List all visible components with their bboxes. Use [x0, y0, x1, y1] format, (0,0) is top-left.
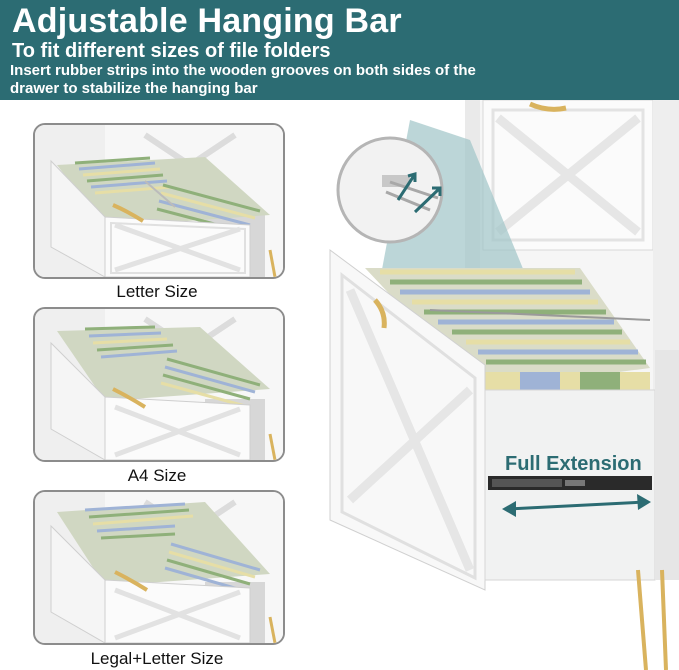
- header-banner: Adjustable Hanging Bar To fit different …: [0, 0, 679, 100]
- letter-size-drawer-illustration: [35, 125, 283, 277]
- headline-description: Insert rubber strips into the wooden gro…: [10, 62, 476, 97]
- open-drawer-handle: [373, 298, 387, 329]
- full-extension-label: Full Extension: [505, 453, 642, 475]
- zoom-callout: [336, 136, 444, 244]
- legal-letter-size-panel: [33, 490, 285, 645]
- a4-size-caption: A4 Size: [127, 466, 187, 485]
- top-drawer-handle: [528, 101, 567, 112]
- zoom-arrow-icon: [396, 172, 417, 201]
- zoom-arrow-icon: [413, 186, 442, 214]
- drawer-handle: [112, 203, 145, 223]
- letter-size-caption: Letter Size: [116, 282, 198, 301]
- legal-letter-size-caption: Legal+Letter Size: [90, 649, 224, 668]
- full-extension-arrow-icon: [507, 500, 646, 511]
- headline-subtitle: To fit different sizes of file folders: [12, 40, 331, 62]
- legal-letter-size-drawer-illustration: [35, 492, 283, 643]
- a4-size-drawer-illustration: [35, 309, 283, 460]
- drawer-handle: [114, 570, 149, 592]
- main-cabinet-illustration: [329, 100, 679, 670]
- headline-title: Adjustable Hanging Bar: [12, 2, 402, 40]
- hanging-bar: [429, 309, 651, 321]
- drawer-handle: [112, 387, 147, 409]
- a4-size-panel: [33, 307, 285, 462]
- letter-size-panel: [33, 123, 285, 279]
